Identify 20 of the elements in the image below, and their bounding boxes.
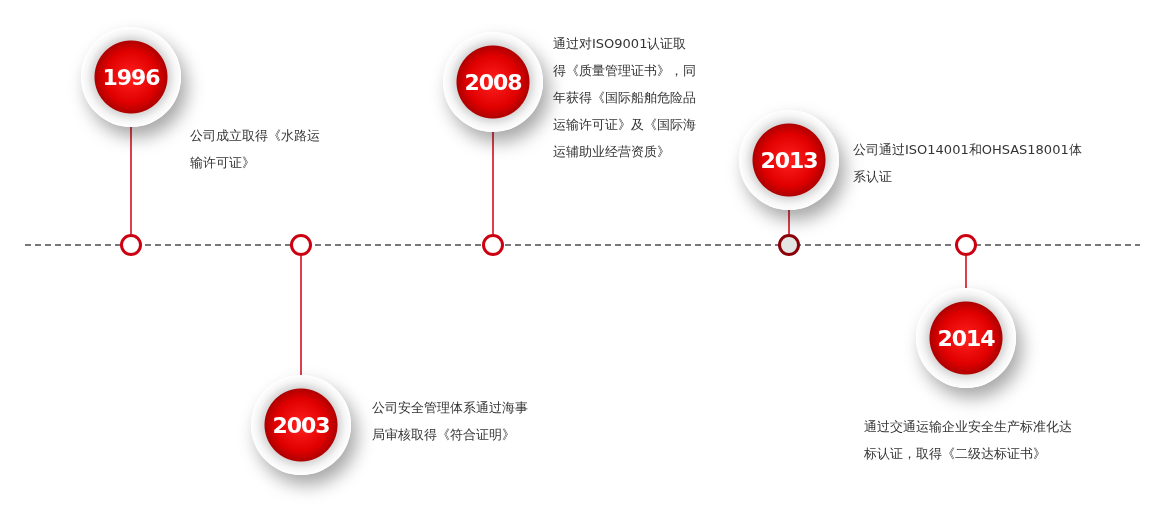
year-badge: 2013 [739, 110, 839, 210]
milestone-text: 通过交通运输企业安全生产标准化达标认证，取得《二级达标证书》 [864, 418, 1073, 463]
connector-line [300, 255, 302, 376]
year-badge: 2008 [443, 32, 543, 132]
timeline-marker [120, 234, 142, 256]
connector-line [788, 209, 790, 235]
milestone-text: 公司通过ISO14001和OHSAS18001体系认证 [853, 141, 1083, 186]
connector-line [492, 131, 494, 235]
timeline-marker [290, 234, 312, 256]
year-badge: 1996 [81, 27, 181, 127]
timeline-marker [778, 234, 800, 256]
connector-line [965, 255, 967, 289]
timeline-marker [955, 234, 977, 256]
year-badge: 2014 [916, 288, 1016, 388]
milestone-text: 公司成立取得《水路运输许可证》 [190, 127, 321, 172]
milestone-text: 通过对ISO9001认证取得《质量管理证书》，同年获得《国际船舶危险品运输许可证》及《国际海运辅助业经营资质》 [553, 35, 697, 161]
milestone-text: 公司安全管理体系通过海事局审核取得《符合证明》 [372, 399, 529, 444]
year-badge: 2003 [251, 375, 351, 475]
timeline-marker [482, 234, 504, 256]
connector-line [130, 126, 132, 235]
